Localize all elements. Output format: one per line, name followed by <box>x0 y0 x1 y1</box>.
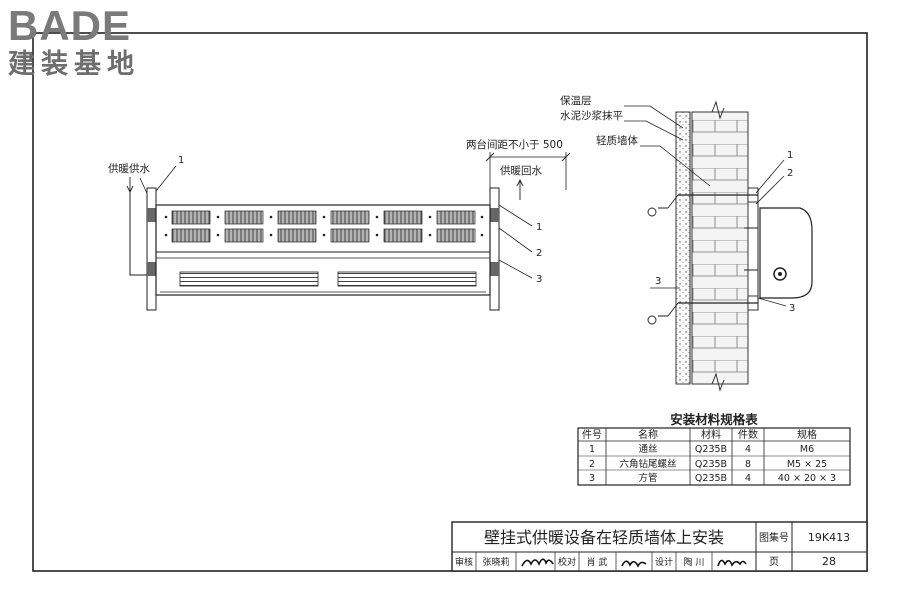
section-callout-2: 2 <box>787 168 793 179</box>
outlet-slot-left <box>179 271 319 287</box>
heater-side-profile <box>759 207 813 299</box>
return-label: 供暖回水 <box>500 164 542 177</box>
name-check: 肖 武 <box>587 556 608 568</box>
return-arrow-icon <box>516 178 524 200</box>
label-mortar: 水泥沙浆抹平 <box>560 109 623 122</box>
role-check: 校对 <box>558 556 576 568</box>
insulation-layer <box>675 111 691 385</box>
spacing-note: 两台间距不小于 500 <box>466 138 563 151</box>
section-view: 保温层 水泥沙浆抹平 轻质墙体 1 2 3 3 <box>560 94 813 392</box>
th-name: 名称 <box>638 428 658 441</box>
drawing-title: 壁挂式供暖设备在轻质墙体上安装 <box>484 528 724 547</box>
table-cell: Q235B <box>695 459 727 470</box>
front-callout-1: 1 <box>536 222 542 233</box>
name-review: 张晓莉 <box>482 556 509 568</box>
front-callout-2: 2 <box>536 248 542 259</box>
table-cell: 1 <box>589 444 595 455</box>
table-cell: M5 × 25 <box>787 459 827 470</box>
atlas-number: 19K413 <box>808 531 850 544</box>
brand-logo: BADE 建装基地 <box>8 4 183 80</box>
logo-brand: BADE <box>8 2 132 49</box>
table-cell: 3 <box>589 473 595 484</box>
materials-table: 安装材料规格表 件号 名称 材料 件数 规格 1 通丝 Q235B 4 M6 2… <box>577 412 851 486</box>
left-support-tube <box>146 187 157 311</box>
section-callout-1: 1 <box>787 150 793 161</box>
table-cell: Q235B <box>695 473 727 484</box>
th-no: 件号 <box>582 429 602 441</box>
front-callout-top: 1 <box>178 155 184 166</box>
logo-subtitle: 建装基地 <box>8 49 140 80</box>
page-label: 页 <box>769 556 779 568</box>
table-cell: 六角钻尾螺丝 <box>619 458 676 470</box>
section-callout-3-right: 3 <box>789 303 795 314</box>
materials-table-title: 安装材料规格表 <box>670 412 758 427</box>
table-cell: Q235B <box>695 444 727 455</box>
signature-review <box>521 558 554 567</box>
table-cell: 40 × 20 × 3 <box>778 473 836 484</box>
signature-design <box>717 559 747 567</box>
th-material: 材料 <box>701 428 721 441</box>
table-cell: 通丝 <box>638 443 657 455</box>
supply-arrow-icon <box>126 177 134 194</box>
th-qty: 件数 <box>738 428 758 441</box>
signature-check <box>621 560 647 568</box>
th-spec: 规格 <box>797 428 817 441</box>
light-wall <box>691 111 749 385</box>
section-callout-3-left: 3 <box>655 276 661 287</box>
table-cell: 方管 <box>638 472 657 484</box>
table-cell: 4 <box>745 473 751 484</box>
supply-label: 供暖供水 <box>108 162 150 175</box>
role-design: 设计 <box>655 556 673 568</box>
front-callout-3: 3 <box>536 274 542 285</box>
upper-grille-row <box>171 210 476 225</box>
title-block: 壁挂式供暖设备在轻质墙体上安装 图集号 19K413 页 28 审核 张晓莉 校… <box>451 521 868 572</box>
table-cell: M6 <box>800 444 814 455</box>
right-support-tube <box>489 187 500 311</box>
label-light-wall: 轻质墙体 <box>596 134 638 147</box>
table-cell: 2 <box>589 459 595 470</box>
supply-pipe <box>129 192 150 276</box>
outlet-slot-right <box>337 271 477 287</box>
front-view: 供暖供水 1 <box>108 138 571 311</box>
atlas-label: 图集号 <box>759 531 789 544</box>
lower-grille-row <box>171 228 476 243</box>
table-cell: 4 <box>745 444 751 455</box>
table-cell: 8 <box>745 459 751 470</box>
name-design: 陶 川 <box>684 556 705 568</box>
role-review: 审核 <box>455 556 473 568</box>
page-number: 28 <box>822 555 836 568</box>
sheet-border <box>32 32 868 572</box>
label-insulation: 保温层 <box>560 94 592 107</box>
